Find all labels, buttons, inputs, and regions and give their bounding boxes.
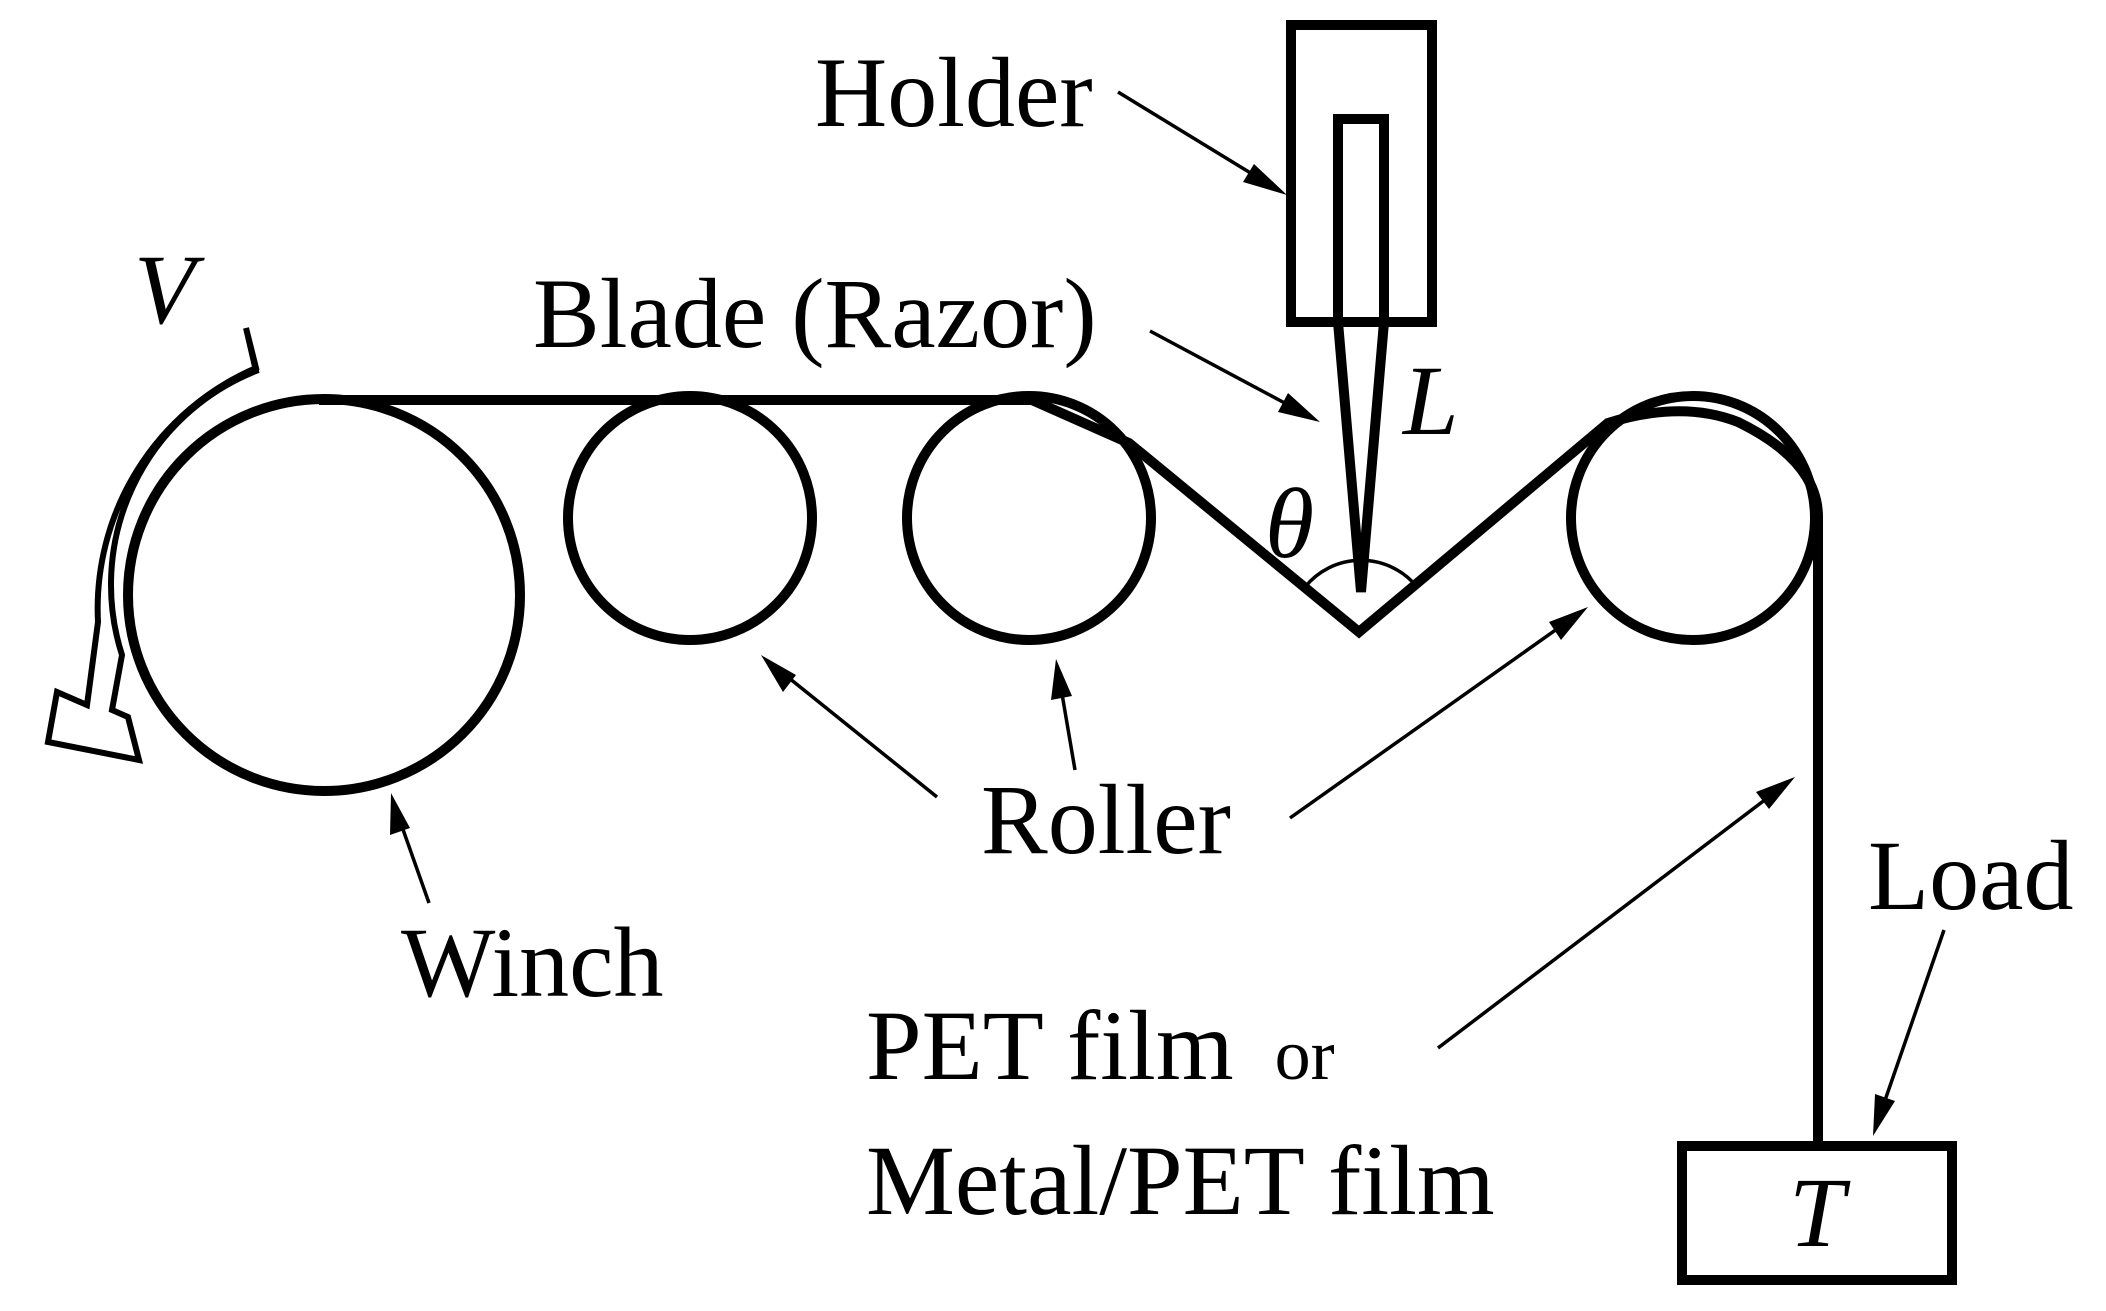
- winch-label: Winch: [401, 907, 664, 1018]
- angle-arc: [1303, 558, 1419, 589]
- arrow-head-roller-3: [1549, 607, 1588, 640]
- arrow-head-film: [1756, 777, 1795, 809]
- roller-label: Roller: [981, 764, 1231, 875]
- roller-1: [563, 391, 817, 645]
- arrow-head-load: [1873, 1094, 1895, 1136]
- arrow-head-roller-1: [761, 655, 796, 692]
- rotation-arrow-icon: [44, 327, 260, 764]
- blade-length-label: L: [1401, 345, 1459, 456]
- angle-label: θ: [1265, 468, 1314, 579]
- winch-drum: [123, 394, 525, 796]
- holder-slot: [1333, 114, 1389, 322]
- film-label-main: PET film: [866, 990, 1234, 1101]
- roller-3: [1566, 391, 1820, 645]
- roller-2: [902, 391, 1156, 645]
- holder-outer: [1286, 20, 1437, 327]
- load-label: Load: [1868, 820, 2073, 931]
- film-label-line1: PET film or: [866, 990, 1335, 1101]
- arrow-head-roller-2: [1051, 659, 1072, 700]
- arrow-head-holder: [1243, 164, 1287, 195]
- leader-arrows: [390, 90, 1946, 1136]
- velocity-label: V: [134, 234, 205, 345]
- arrow-head-blade: [1278, 393, 1320, 422]
- arrow-head-winch: [390, 793, 410, 835]
- blade: [1333, 321, 1389, 593]
- film-label-or: or: [1275, 1015, 1335, 1095]
- holder: [1286, 20, 1437, 327]
- blade-label: Blade (Razor): [533, 258, 1097, 369]
- film-label-line2: Metal/PET film: [866, 1125, 1495, 1236]
- holder-label: Holder: [815, 37, 1093, 148]
- load-box: [1677, 1141, 1957, 1285]
- tension-label: T: [1789, 1157, 1851, 1268]
